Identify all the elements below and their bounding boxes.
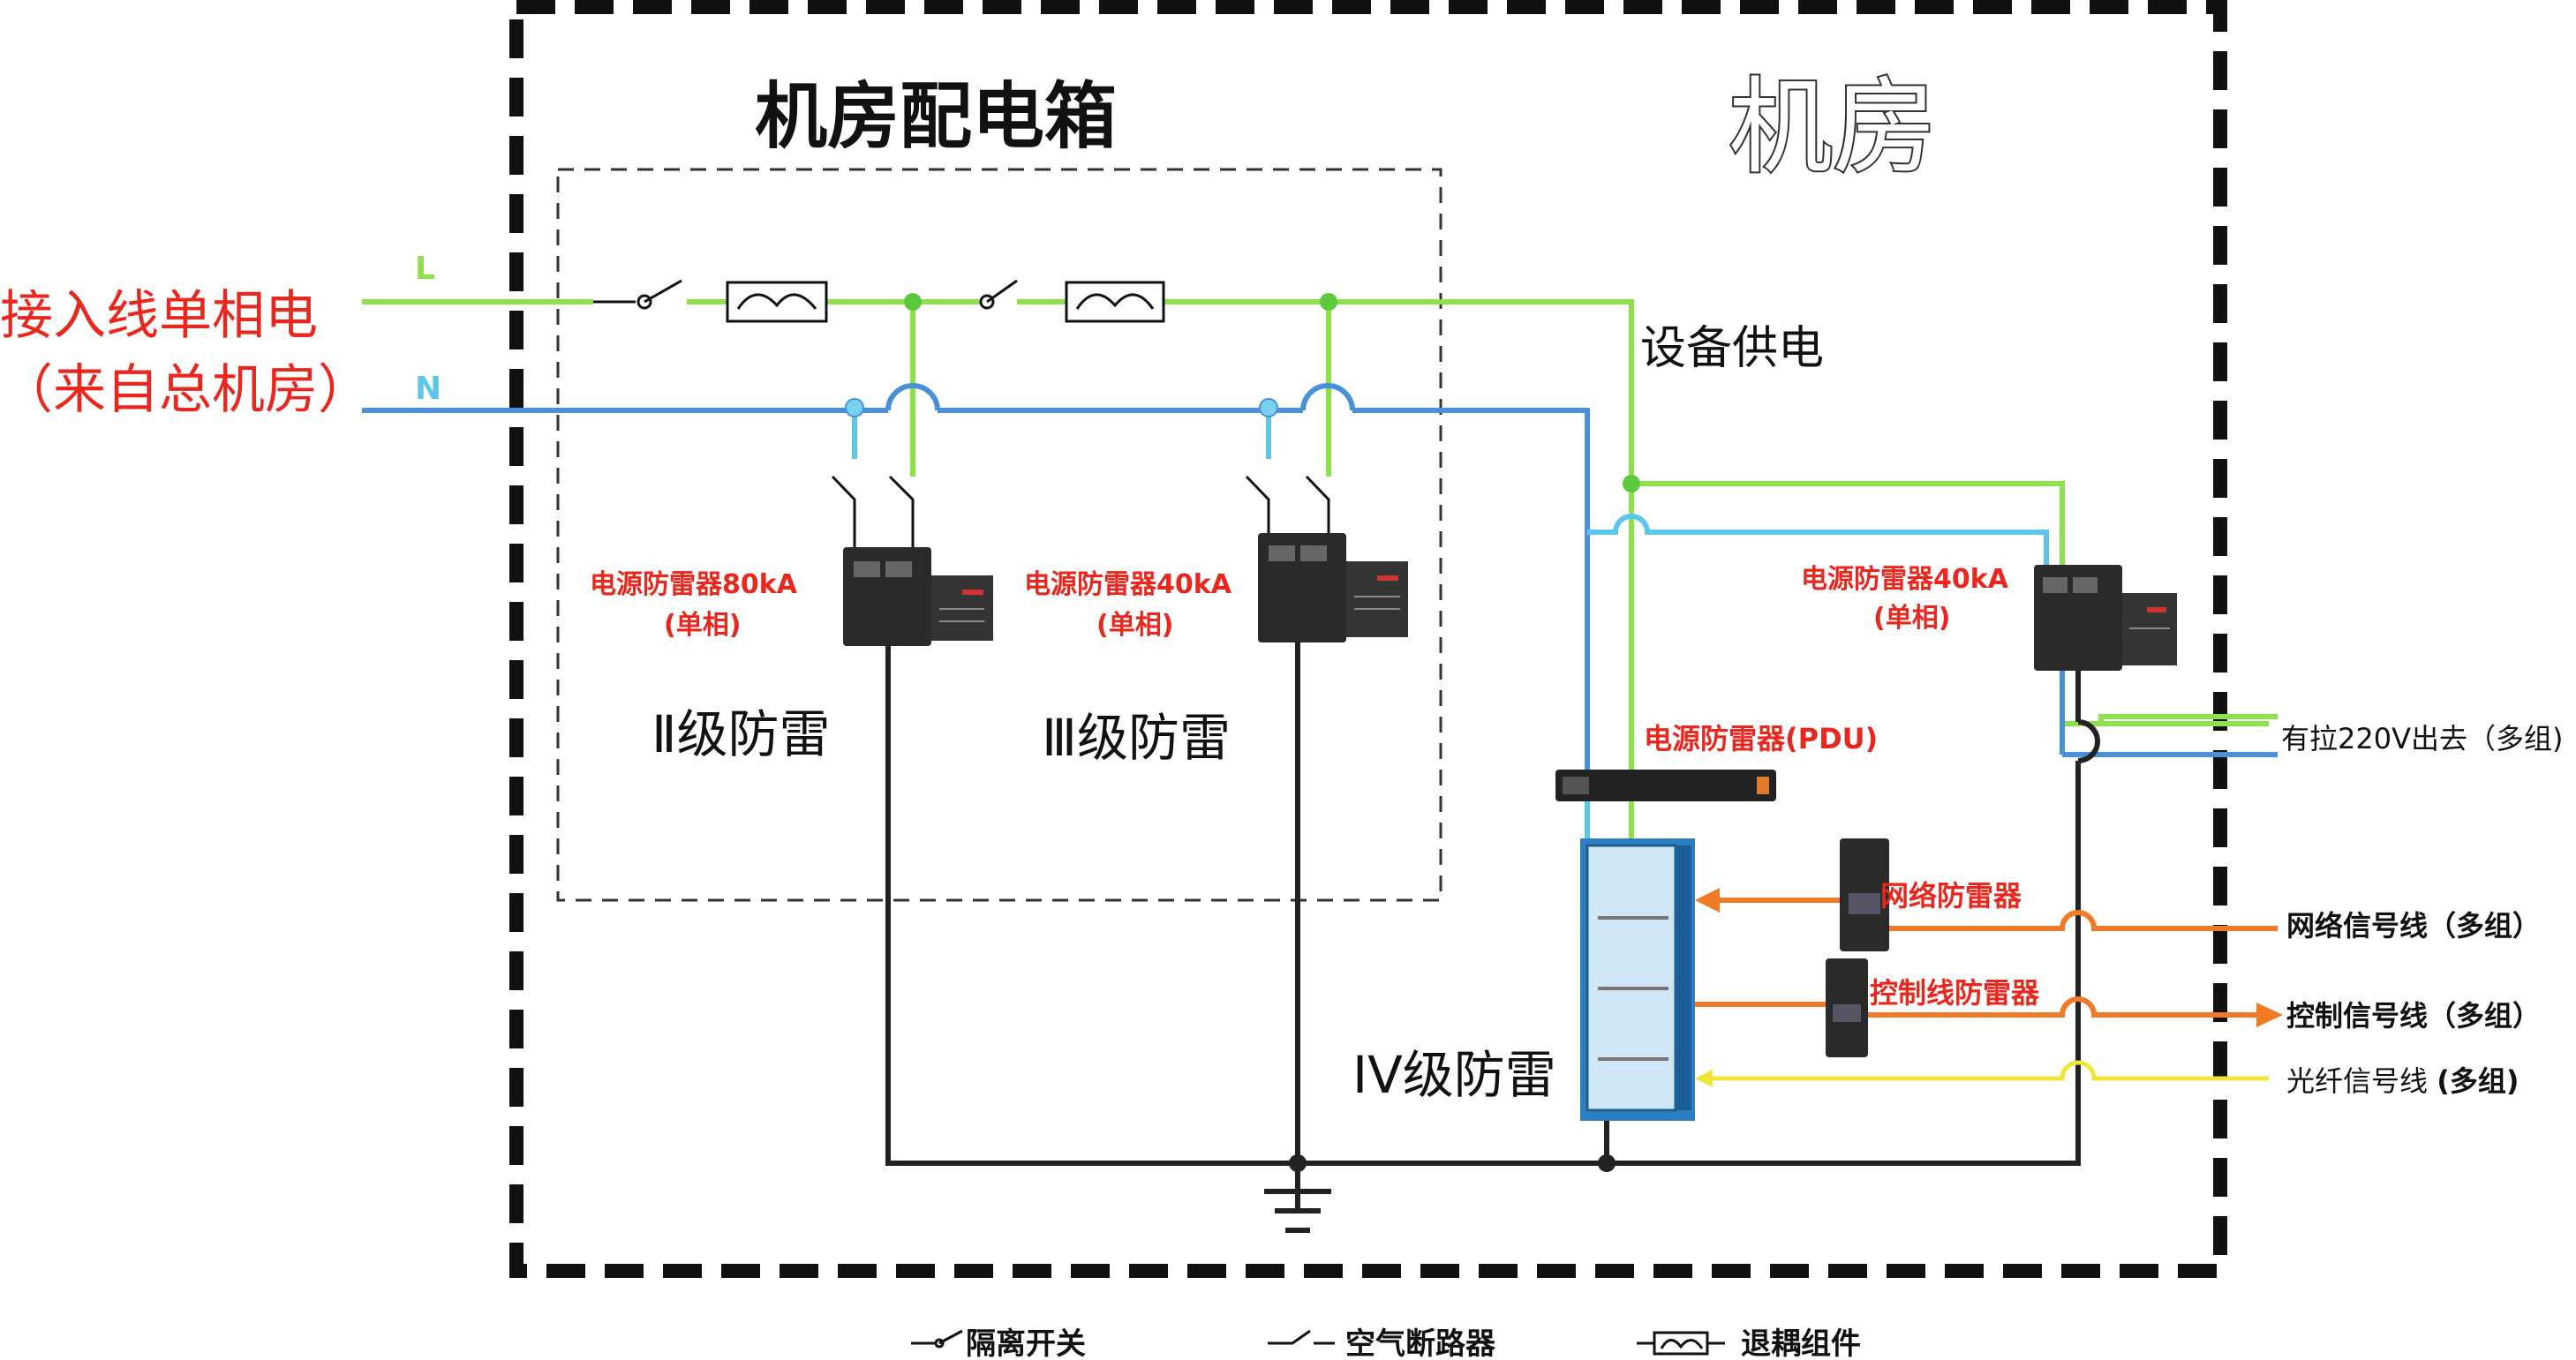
distribution-box-boundary	[556, 168, 1442, 902]
control-arrow	[2256, 1003, 2283, 1027]
pdu-device	[1555, 770, 1776, 801]
pdu-label: 电源防雷器(PDU)	[1644, 722, 1878, 755]
spd-40-room-module	[2034, 565, 2177, 671]
legend-isolator-symbol	[911, 1329, 963, 1349]
ground-symbol	[1264, 1189, 1331, 1233]
outgoing-fiber-label: 光纤信号线 (多组)	[2286, 1064, 2519, 1098]
spd-40-box-name: 电源防雷器40kA	[1024, 569, 1232, 600]
outgoing-network-label: 网络信号线（多组）	[2286, 909, 2541, 943]
spd-80-phase: (单相)	[664, 610, 741, 641]
server-cabinet	[1580, 838, 1695, 1121]
legend-decoupler-symbol	[1637, 1331, 1725, 1356]
spd-40-box-phase: (单相)	[1096, 610, 1173, 641]
network-spd-label: 网络防雷器	[1880, 879, 2022, 913]
fiber-label-prefix: 光纤信号线	[2286, 1064, 2428, 1098]
legend-breaker-symbol	[1268, 1329, 1335, 1345]
level-4-label: IV级防雷	[1352, 1045, 1556, 1105]
neutral-line	[362, 383, 2278, 794]
legend-isolator-label: 隔离开关	[966, 1326, 1086, 1360]
input-label-line2: （来自总机房）	[0, 359, 371, 421]
control-spd-device	[1826, 958, 1868, 1057]
spd-80-breakers	[831, 475, 915, 547]
control-signal-line	[1695, 996, 2260, 1018]
distribution-box-title: 机房配电箱	[755, 75, 1117, 159]
live-drop-lines	[910, 302, 1331, 415]
neutral-line-label: N	[415, 371, 441, 407]
decoupler-1	[726, 281, 828, 323]
spd-80-name: 电源防雷器80kA	[590, 569, 798, 600]
network-spd-device	[1840, 838, 1889, 951]
isolator-switch-1	[593, 279, 682, 310]
fiber-arrow	[1695, 1070, 1713, 1087]
decoupler-2	[1065, 281, 1165, 323]
ground-junction-2	[1598, 1154, 1616, 1172]
ground-junction-1	[1289, 1154, 1307, 1172]
spd-40-box-module	[1258, 533, 1408, 642]
spd-40-room-phase: (单相)	[1873, 603, 1950, 634]
spd-80-module	[843, 547, 993, 646]
fiber-label-suffix: (多组)	[2437, 1064, 2519, 1098]
live-line-label: L	[415, 251, 435, 287]
neutral-branch	[852, 410, 2049, 838]
isolator-switch-2	[979, 279, 1018, 310]
fiber-signal-line	[1704, 1060, 2269, 1081]
level-2-label: Ⅱ级防雷	[652, 704, 831, 764]
network-signal-line	[1718, 898, 2278, 931]
equipment-supply-label: 设备供电	[1640, 322, 1824, 375]
spd-40-box-breakers	[1245, 475, 1330, 533]
network-arrow	[1695, 888, 1720, 913]
machine-room-title: 机房	[1729, 66, 1937, 188]
outgoing-control-label: 控制信号线（多组）	[2286, 999, 2541, 1033]
junction-dots	[845, 293, 1640, 492]
legend-breaker-label: 空气断路器	[1345, 1326, 1496, 1360]
level-3-label: Ⅲ级防雷	[1042, 708, 1231, 768]
control-spd-label: 控制线防雷器	[1870, 976, 2040, 1010]
machine-room-boundary	[509, 0, 2227, 1278]
spd-40-room-name: 电源防雷器40kA	[1801, 564, 2009, 595]
outgoing-power-label: 有拉220V出去（多组)	[2281, 722, 2563, 755]
input-label-line1: 接入线单相电	[0, 285, 318, 347]
legend-decoupler-label: 退耦组件	[1741, 1326, 1861, 1360]
